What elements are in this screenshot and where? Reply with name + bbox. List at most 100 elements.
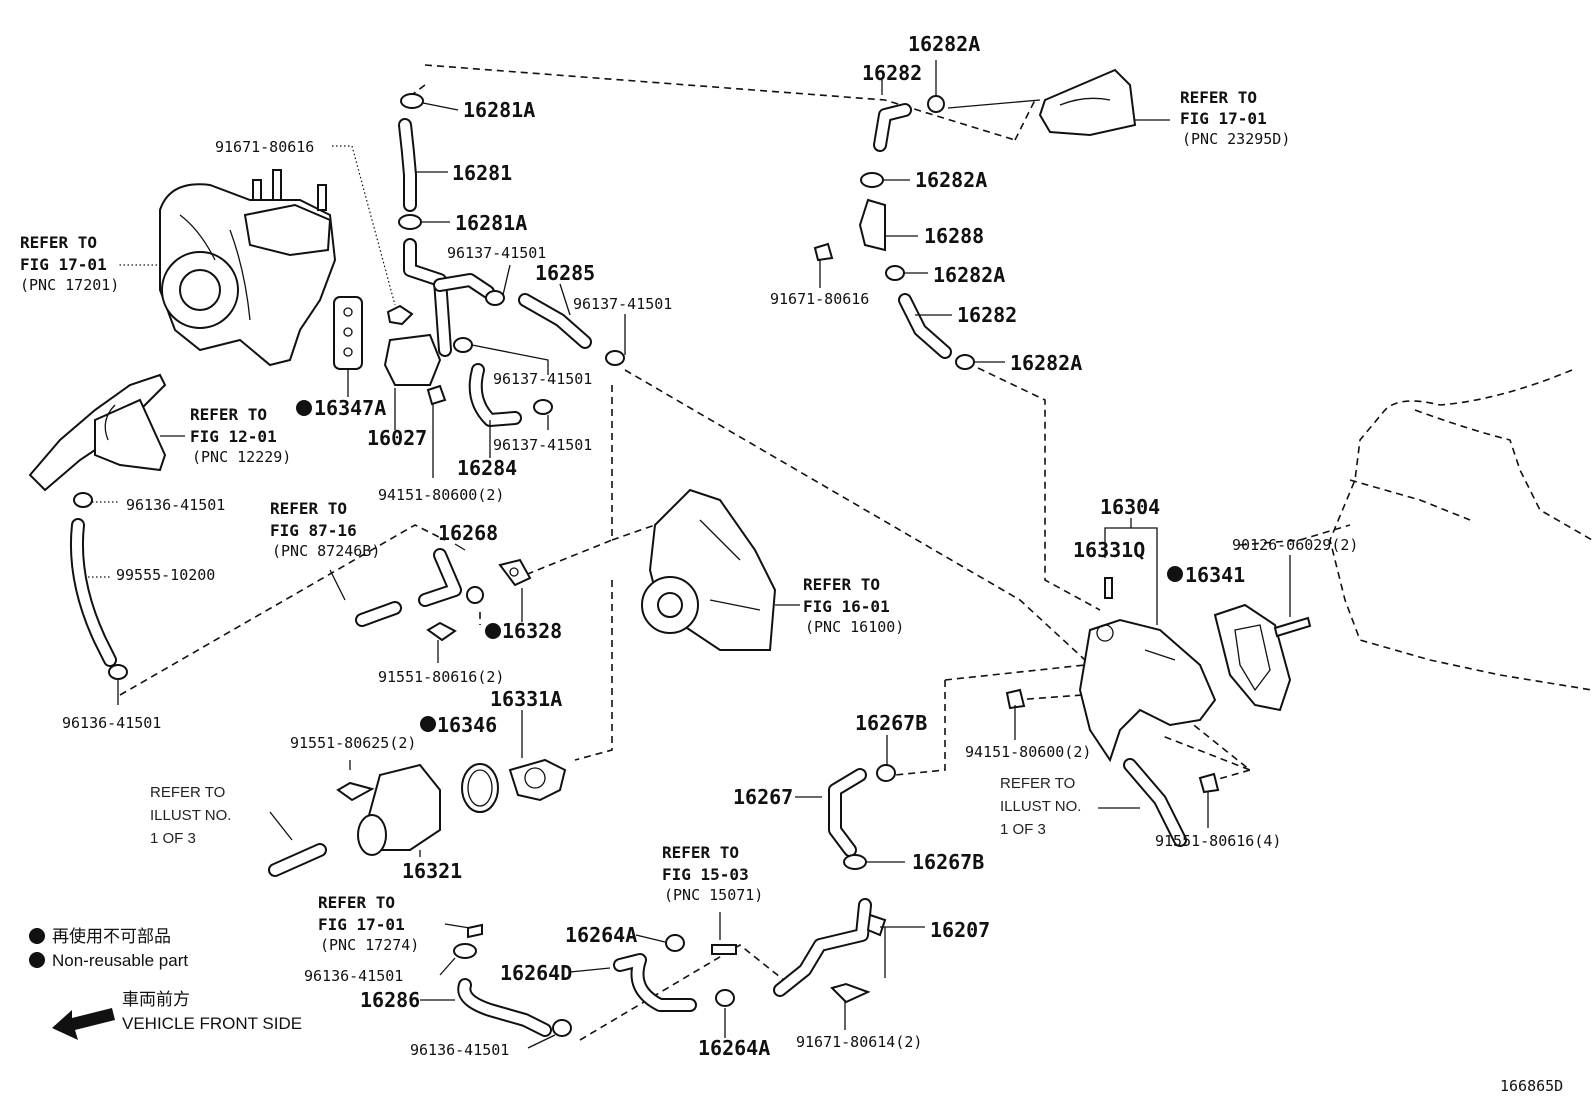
svg-text:ILLUST NO.: ILLUST NO. (1000, 798, 1081, 815)
label-96137-b: 96137-41501 (573, 295, 672, 313)
label-16341: 16341 (1185, 563, 1245, 587)
front-label-jp: 車両前方 (122, 990, 190, 1009)
label-16264D: 16264D (500, 961, 572, 985)
svg-text:1 OF 3: 1 OF 3 (150, 830, 196, 847)
label-16282-top: 16282 (862, 61, 922, 85)
svg-text:FIG 16-01: FIG 16-01 (803, 597, 890, 616)
svg-text:REFER TO: REFER TO (270, 499, 347, 518)
legend: 再使用不可部品 Non-reusable part 車両前方 VEHICLE F… (52, 926, 302, 1033)
label-16304: 16304 (1100, 495, 1160, 519)
legend-text-en: Non-reusable part (52, 951, 188, 970)
svg-text:REFER TO: REFER TO (318, 893, 395, 912)
part-labels: 16281A 91671-80616 16281 16281A 96137-41… (62, 32, 1358, 1060)
ref-fig1701-turbo: REFER TO FIG 17-01 (PNC 17201) (20, 233, 119, 294)
label-16267B-a: 16267B (855, 711, 927, 735)
turbocharger (159, 169, 337, 367)
ref-fig1601: REFER TO FIG 16-01 (PNC 16100) (803, 575, 904, 636)
legend-text-jp: 再使用不可部品 (52, 926, 171, 946)
front-label-en: VEHICLE FRONT SIDE (122, 1014, 302, 1033)
svg-text:REFER TO: REFER TO (20, 233, 97, 252)
label-16321: 16321 (402, 859, 462, 883)
label-16331A: 16331A (490, 687, 562, 711)
label-16268: 16268 (438, 521, 498, 545)
label-16282A-top: 16282A (908, 32, 980, 56)
water-inlet-16321 (357, 763, 441, 856)
fitting-16268 (418, 548, 484, 607)
label-90126: 90126-06029(2) (1232, 536, 1358, 554)
ref-illust-left: REFER TO ILLUST NO. 1 OF 3 (150, 784, 231, 847)
bracket-16288 (858, 198, 886, 252)
label-16267: 16267 (733, 785, 793, 809)
pipe-16027 (383, 238, 495, 386)
svg-text:ILLUST NO.: ILLUST NO. (150, 807, 231, 824)
legend-dot-jp (29, 928, 45, 944)
svg-text:FIG 12-01: FIG 12-01 (190, 427, 277, 446)
label-16347A: 16347A (314, 396, 386, 420)
label-16346: 16346 (437, 713, 497, 737)
connector-lines (119, 64, 1251, 1041)
svg-text:REFER TO: REFER TO (190, 405, 267, 424)
ref-fig1701-top: REFER TO FIG 17-01 (PNC 23295D) (1180, 88, 1290, 148)
label-91551-80616-2: 91551-80616(2) (378, 668, 504, 686)
svg-text:(PNC 16100): (PNC 16100) (805, 618, 904, 636)
label-91671-80616-b: 91671-80616 (770, 290, 869, 308)
leader-lines (88, 60, 1291, 1049)
ref-illust-right: REFER TO ILLUST NO. 1 OF 3 (1000, 775, 1081, 838)
coolant-pipe-fig12 (28, 373, 167, 492)
label-96136-c: 96136-41501 (304, 967, 403, 985)
gasket-16341 (1213, 603, 1292, 712)
water-outlet-16304 (1078, 618, 1217, 763)
label-16267B-b: 16267B (912, 850, 984, 874)
label-16281A-low: 16281A (455, 211, 527, 235)
clamp-icons (73, 93, 975, 1037)
svg-text:REFER TO: REFER TO (662, 843, 739, 862)
ref-fig8716: REFER TO FIG 87-16 (PNC 87246B) (270, 499, 380, 560)
non-reusable-markers (29, 400, 1183, 968)
label-16285: 16285 (535, 261, 595, 285)
stub-fig1503 (711, 944, 737, 955)
label-16282A-mid: 16282A (915, 168, 987, 192)
label-16282-low: 16282 (957, 303, 1017, 327)
label-96136-a: 96136-41501 (126, 496, 225, 514)
stub-fig1701-bottom (467, 923, 483, 939)
label-16328: 16328 (502, 619, 562, 643)
label-16281: 16281 (452, 161, 512, 185)
svg-text:REFER TO: REFER TO (150, 784, 225, 801)
label-16286: 16286 (360, 988, 420, 1012)
ref-fig1701-bottom: REFER TO FIG 17-01 (PNC 17274) (318, 893, 419, 954)
bolt-icons (336, 242, 1220, 1004)
svg-text:(PNC 17274): (PNC 17274) (320, 936, 419, 954)
thermostat-16331A (508, 758, 567, 802)
label-16207: 16207 (930, 918, 990, 942)
gasket-16347A (333, 296, 363, 370)
label-16282A-lower: 16282A (933, 263, 1005, 287)
ref-fig1503: REFER TO FIG 15-03 (PNC 15071) (662, 843, 763, 904)
label-96136-b: 96136-41501 (62, 714, 161, 732)
label-91671-80614: 91671-80614(2) (796, 1033, 922, 1051)
engine-block-outline (1239, 369, 1592, 691)
stud-90126 (1273, 616, 1312, 638)
ref-fig1201: REFER TO FIG 12-01 (PNC 12229) (190, 405, 291, 466)
label-91551-80625: 91551-80625(2) (290, 734, 416, 752)
svg-text:FIG 87-16: FIG 87-16 (270, 521, 357, 540)
label-16282A-bottom: 16282A (1010, 351, 1082, 375)
label-16288: 16288 (924, 224, 984, 248)
diagram-id: 166865D (1500, 1077, 1563, 1095)
label-16264A-b: 16264A (698, 1036, 770, 1060)
gasket-16328 (498, 558, 532, 587)
svg-text:FIG 17-01: FIG 17-01 (1180, 109, 1267, 128)
svg-text:(PNC 87246B): (PNC 87246B) (272, 542, 380, 560)
pipe-16207 (773, 898, 887, 997)
svg-text:(PNC 12229): (PNC 12229) (192, 448, 291, 466)
label-91671-80616-a: 91671-80616 (215, 138, 314, 156)
svg-text:FIG 17-01: FIG 17-01 (20, 255, 107, 274)
label-16027: 16027 (367, 426, 427, 450)
label-96136-d: 96136-41501 (410, 1041, 509, 1059)
label-94151-a: 94151-80600(2) (378, 486, 504, 504)
label-16331Q: 16331Q (1073, 538, 1145, 562)
label-99555: 99555-10200 (116, 566, 215, 584)
svg-text:FIG 15-03: FIG 15-03 (662, 865, 749, 884)
svg-text:(PNC 17201): (PNC 17201) (20, 276, 119, 294)
front-arrow-icon (52, 1008, 115, 1040)
